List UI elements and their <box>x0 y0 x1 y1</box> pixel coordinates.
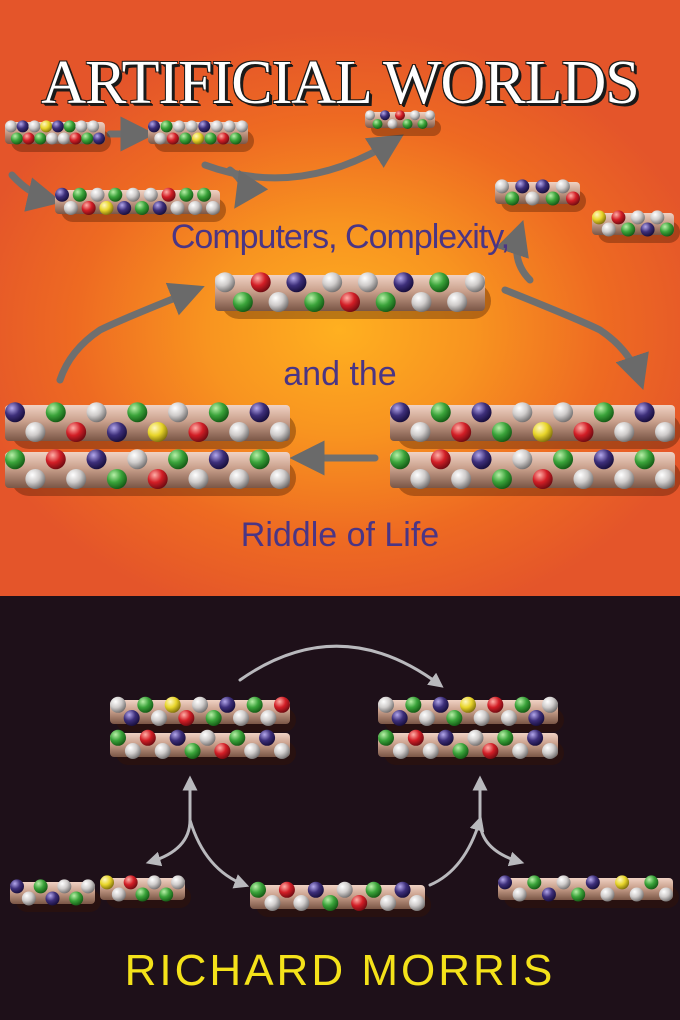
book-title: ARTIFICIAL WORLDS <box>41 49 640 117</box>
subtitle-line-1: Computers, Complexity, <box>170 218 510 256</box>
molecule-strand <box>390 402 680 449</box>
molecule-strand <box>250 881 431 917</box>
molecule-strand <box>110 696 296 732</box>
bottom-arrows <box>145 644 525 889</box>
molecule-strand <box>100 875 191 908</box>
molecule-strand <box>215 272 491 319</box>
molecule-strand <box>365 110 441 136</box>
molecule-strands <box>5 110 680 917</box>
dark-cover-panel <box>0 596 680 1020</box>
molecule-strand <box>495 179 586 212</box>
molecule-strand <box>148 120 254 152</box>
molecule-strand <box>55 187 226 222</box>
molecule-strand <box>592 210 680 243</box>
subtitle-line-3: Riddle of Life <box>240 516 440 554</box>
molecule-strand <box>5 449 296 496</box>
author-name: RICHARD MORRIS <box>124 946 556 995</box>
molecule-strand <box>5 402 296 449</box>
molecule-strand <box>498 875 679 908</box>
molecule-strand <box>390 449 680 496</box>
subtitle-line-2: and the <box>283 355 397 393</box>
molecule-strand <box>110 729 296 765</box>
molecule-strand <box>10 879 101 912</box>
molecule-strand <box>5 120 111 152</box>
molecule-strand <box>378 729 564 765</box>
top-arrows <box>8 116 649 476</box>
molecule-strand <box>378 696 564 732</box>
